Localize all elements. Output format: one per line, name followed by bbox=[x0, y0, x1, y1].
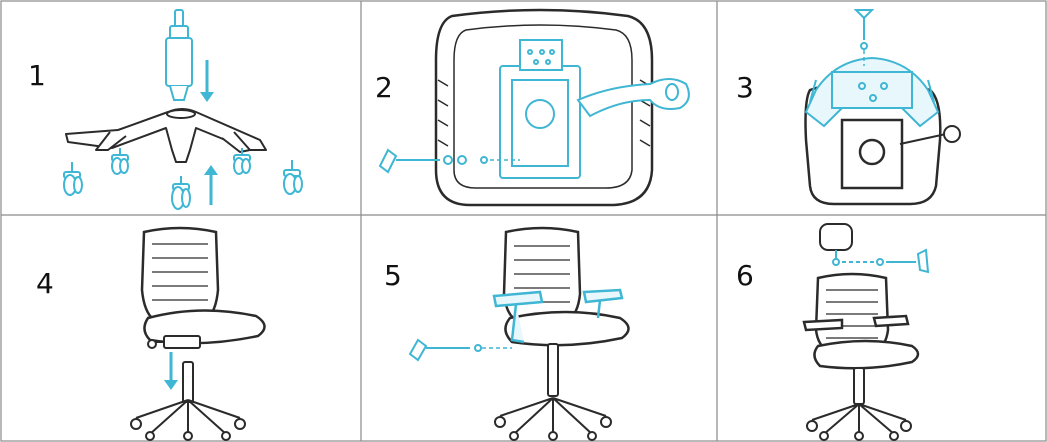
step-number-2: 2 bbox=[375, 74, 393, 102]
backrest-icon bbox=[816, 274, 888, 350]
gas-lift-icon bbox=[166, 10, 192, 100]
gas-lift-icon bbox=[548, 344, 558, 396]
seat-icon bbox=[144, 310, 264, 343]
step-number-6: 6 bbox=[736, 262, 754, 290]
arrow-up-icon bbox=[204, 165, 218, 205]
star-base-icon bbox=[495, 398, 611, 440]
caster-icon bbox=[234, 148, 250, 174]
screw-icon bbox=[842, 250, 928, 272]
gas-lift-icon bbox=[854, 368, 864, 404]
panel-2-illustration bbox=[380, 10, 689, 205]
star-base-icon bbox=[131, 400, 245, 440]
gas-lift-icon bbox=[183, 362, 193, 402]
panel-4-illustration bbox=[131, 228, 265, 440]
screw-icon bbox=[410, 340, 481, 360]
step-number-5: 5 bbox=[384, 262, 402, 290]
panel-6-illustration bbox=[804, 224, 928, 440]
star-base-icon bbox=[807, 404, 911, 440]
caster-icon bbox=[172, 176, 190, 209]
screw-icon bbox=[856, 10, 872, 49]
arrow-down-icon bbox=[200, 60, 214, 102]
caster-icon bbox=[284, 160, 302, 194]
headrest-icon bbox=[820, 224, 852, 265]
seat-icon bbox=[505, 312, 628, 345]
seat-icon bbox=[814, 341, 918, 368]
step-number-1: 1 bbox=[28, 62, 46, 90]
caster-icon bbox=[64, 162, 82, 195]
caster-icon bbox=[112, 148, 128, 174]
step-number-3: 3 bbox=[736, 74, 754, 102]
panel-3-illustration bbox=[806, 10, 961, 204]
panel-5-illustration bbox=[410, 228, 629, 440]
panel-1-illustration bbox=[64, 10, 302, 209]
backrest-icon bbox=[142, 228, 218, 320]
step-number-4: 4 bbox=[36, 270, 54, 298]
arrow-down-icon bbox=[164, 352, 178, 390]
